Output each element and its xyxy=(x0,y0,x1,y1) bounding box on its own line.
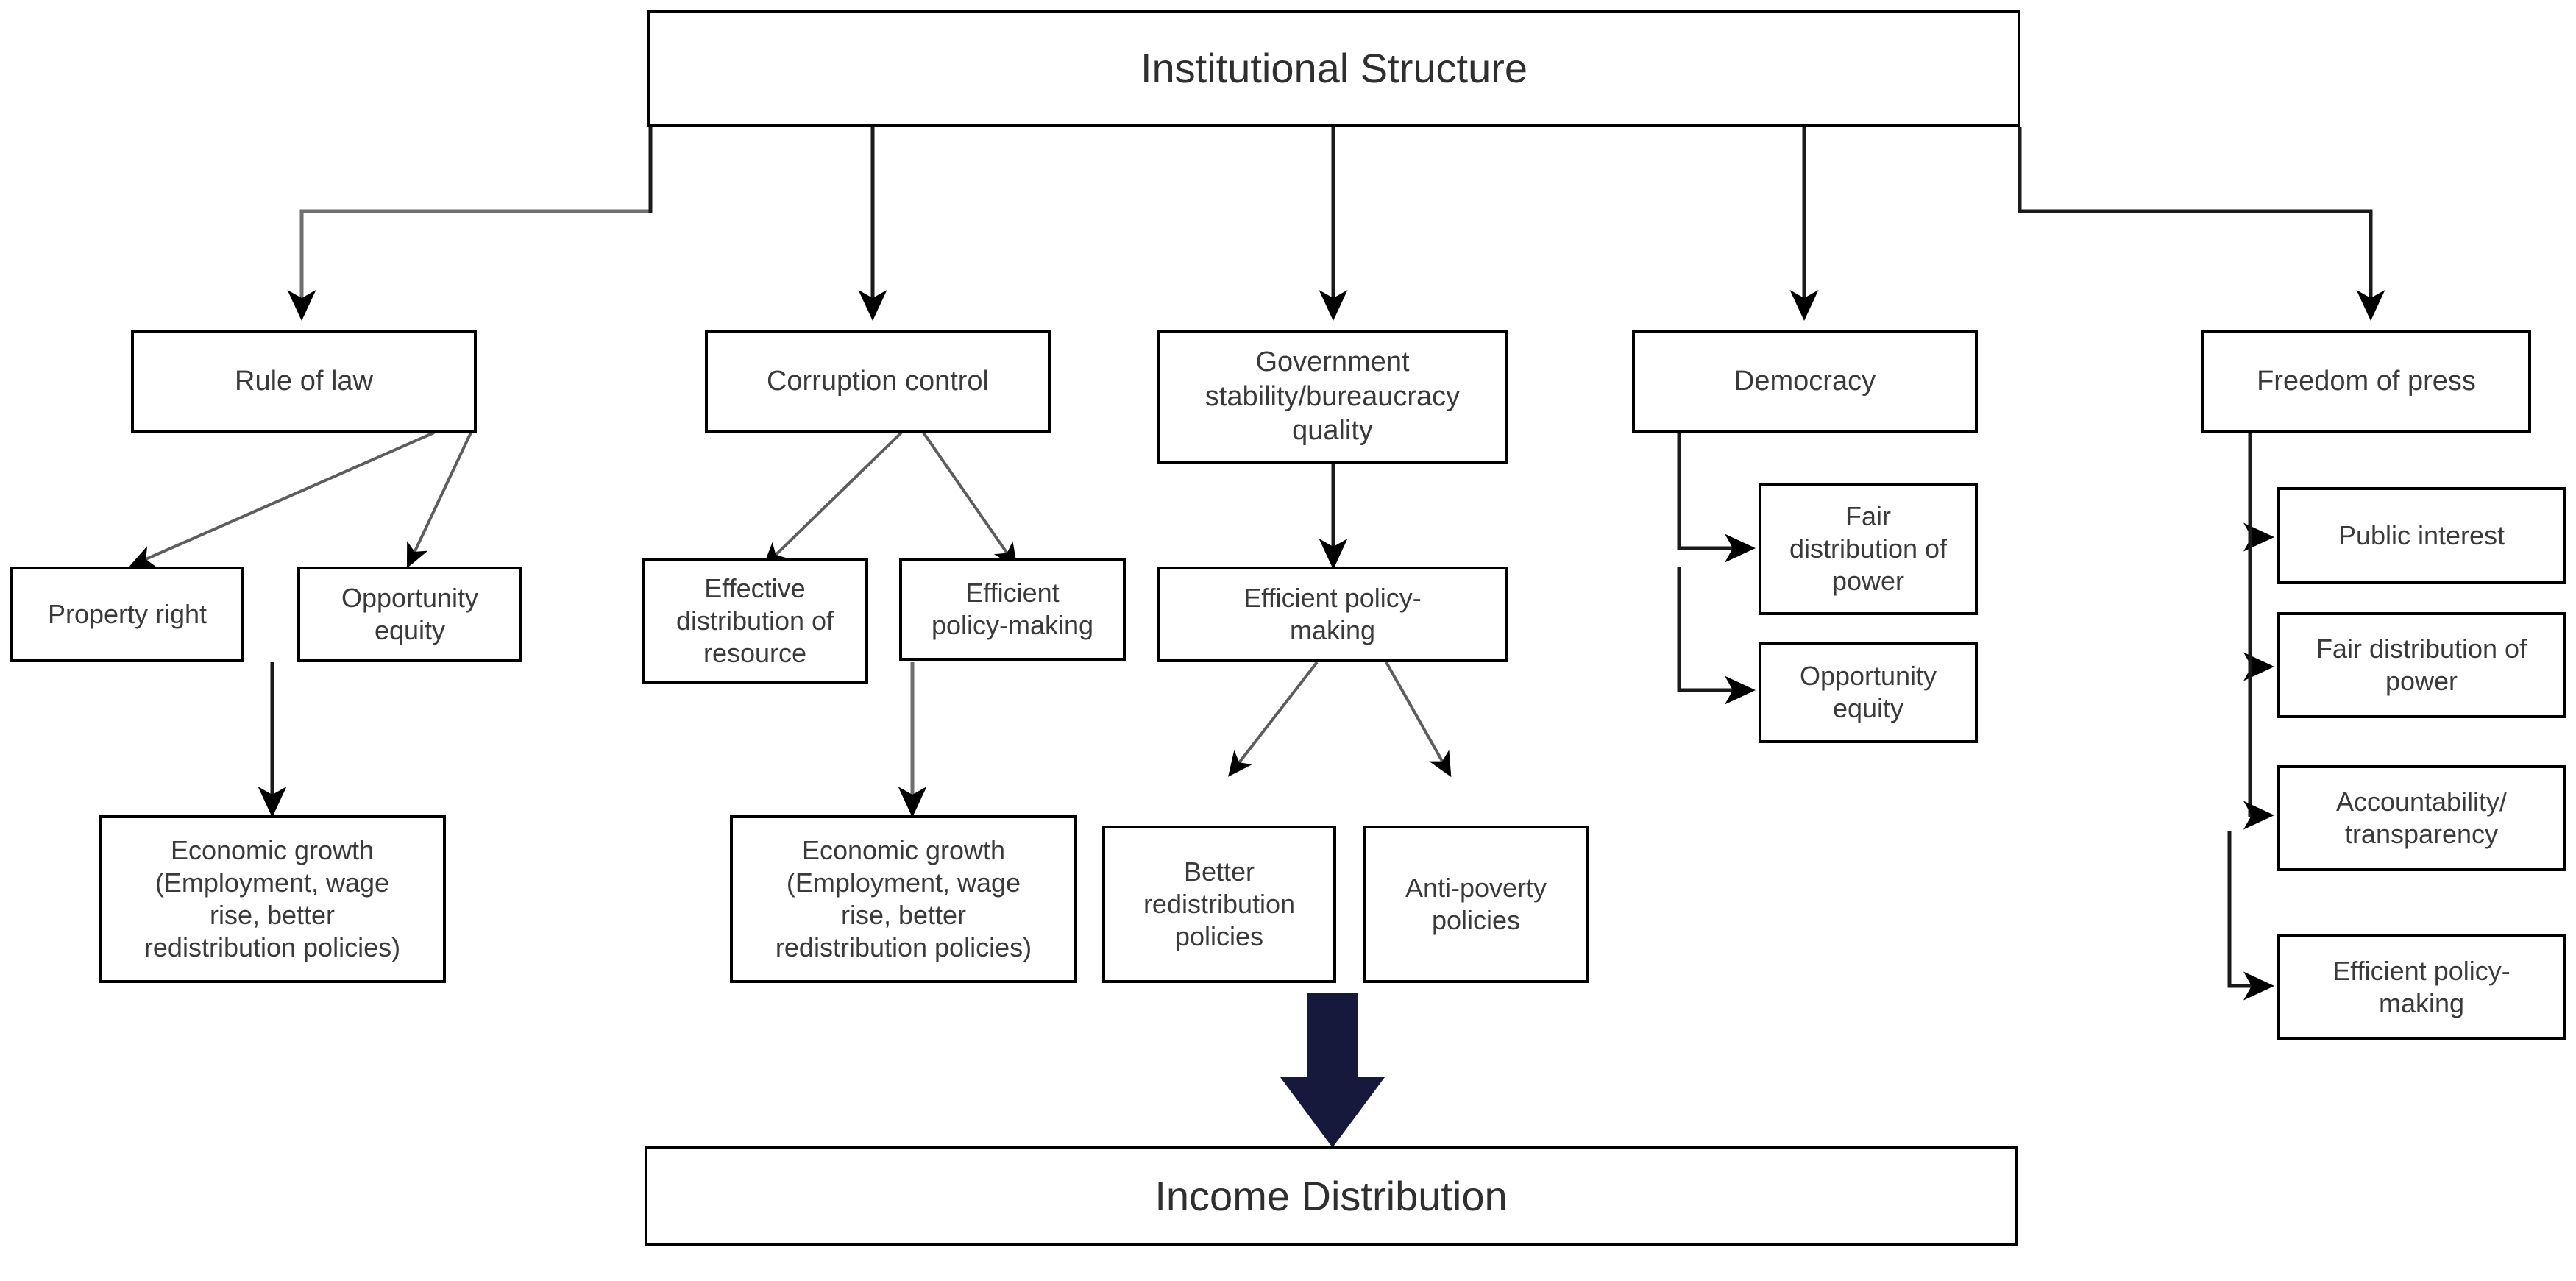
node-label: Government stability/bureaucracy quality xyxy=(1204,347,1461,447)
node-label: Efficient policy- making xyxy=(1243,583,1422,645)
block-arrow-to-income-distribution xyxy=(1280,993,1385,1148)
node-effective-distribution-of-resource[interactable]: Effective distribution of resource xyxy=(642,558,868,684)
node-press-accountability-transparency[interactable]: Accountability/ transparency xyxy=(2277,765,2566,871)
node-corruption-control[interactable]: Corruption control xyxy=(705,330,1051,433)
node-democracy[interactable]: Democracy xyxy=(1632,330,1978,433)
edge-press-to-efficient-policy xyxy=(2227,831,2274,1001)
node-label: Economic growth (Employment, wage rise, … xyxy=(775,835,1032,962)
node-press-fair-distribution-of-power[interactable]: Fair distribution of power xyxy=(2277,612,2566,718)
node-freedom-of-press[interactable]: Freedom of press xyxy=(2201,330,2531,433)
node-label: Rule of law xyxy=(235,365,373,397)
node-label: Opportunity equity xyxy=(1799,661,1937,723)
node-institutional-structure[interactable]: Institutional Structure xyxy=(647,10,2020,127)
edge-corruption-to-effective-distribution xyxy=(762,431,903,568)
node-label: Better redistribution policies xyxy=(1143,856,1296,951)
node-label: Institutional Structure xyxy=(1140,44,1528,91)
node-better-redistribution-policies[interactable]: Better redistribution policies xyxy=(1102,826,1336,983)
edge-root-to-rule-of-law xyxy=(287,127,653,321)
node-label: Opportunity equity xyxy=(341,583,479,645)
node-rule-of-law[interactable]: Rule of law xyxy=(131,330,477,433)
node-press-efficient-policy-making[interactable]: Efficient policy- making xyxy=(2277,934,2566,1040)
node-press-public-interest[interactable]: Public interest xyxy=(2277,487,2566,584)
node-label: Public interest xyxy=(2338,520,2505,551)
edge-press-to-fair-distribution xyxy=(2243,441,2274,681)
edge-root-to-freedom-of-press xyxy=(2018,127,2385,321)
edge-corruption-to-efficient-policy xyxy=(922,431,1018,568)
edge-press-to-accountability xyxy=(2243,441,2274,830)
node-label: Property right xyxy=(47,599,207,630)
node-efficient-policy-making-corruption[interactable]: Efficient policy-making xyxy=(899,558,1126,661)
node-opportunity-equity[interactable]: Opportunity equity xyxy=(297,567,522,662)
edge-efficient-policy-gov-to-anti-poverty xyxy=(1385,661,1452,778)
edge-efficient-policy-gov-to-better-redistribution xyxy=(1228,661,1319,777)
node-label: Fair distribution of power xyxy=(2316,634,2527,696)
node-label: Freedom of press xyxy=(2257,365,2476,397)
node-anti-poverty-policies[interactable]: Anti-poverty policies xyxy=(1363,826,1589,983)
node-efficient-policy-making-government[interactable]: Efficient policy- making xyxy=(1157,567,1508,662)
node-label: Efficient policy- making xyxy=(2332,956,2511,1018)
node-label: Economic growth (Employment, wage rise, … xyxy=(143,835,401,962)
edge-democracy-to-opportunity-equity xyxy=(1677,567,1756,705)
node-economic-growth-middle[interactable]: Economic growth (Employment, wage rise, … xyxy=(730,815,1077,983)
node-label: Democracy xyxy=(1734,365,1876,397)
node-label: Income Distribution xyxy=(1154,1172,1508,1219)
edge-democracy-to-fair-distribution xyxy=(1677,433,1756,563)
node-democracy-fair-distribution-of-power[interactable]: Fair distribution of power xyxy=(1759,483,1978,615)
node-label: Corruption control xyxy=(766,365,990,397)
node-property-right[interactable]: Property right xyxy=(10,567,244,662)
node-label: Efficient policy-making xyxy=(931,578,1094,640)
edge-press-to-public-interest xyxy=(2243,433,2274,552)
node-income-distribution[interactable]: Income Distribution xyxy=(645,1146,2018,1246)
node-label: Fair distribution of power xyxy=(1789,501,1948,596)
node-government-stability[interactable]: Government stability/bureaucracy quality xyxy=(1157,330,1508,464)
node-democracy-opportunity-equity[interactable]: Opportunity equity xyxy=(1759,642,1978,743)
edge-rule-of-law-to-opportunity-equity xyxy=(406,432,472,569)
edge-rule-of-law-to-property-right xyxy=(129,431,435,567)
node-label: Anti-poverty policies xyxy=(1405,873,1547,935)
node-label: Effective distribution of resource xyxy=(675,573,834,668)
node-economic-growth-left[interactable]: Economic growth (Employment, wage rise, … xyxy=(99,815,446,983)
node-label: Accountability/ transparency xyxy=(2335,787,2508,849)
